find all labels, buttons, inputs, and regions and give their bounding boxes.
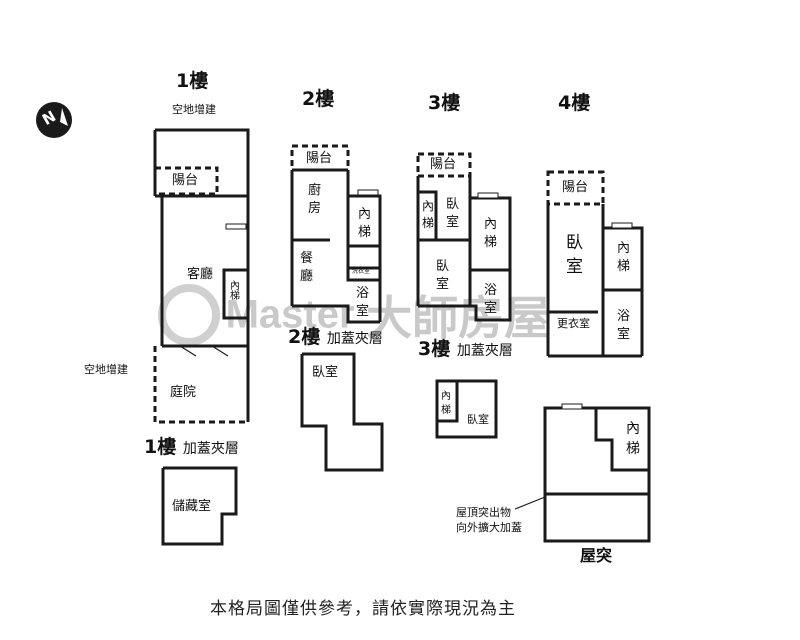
floor-3-title: 3樓 xyxy=(428,92,461,114)
floor-3-mezzanine-floor: 3樓 xyxy=(418,338,451,360)
floor-4-bath-label: 浴室 xyxy=(617,309,631,343)
floor-1-balcony-label: 陽台 xyxy=(172,173,199,188)
floor-2-stair-label: 內梯 xyxy=(358,207,372,241)
floor-1-mezzanine-suffix: 加蓋夾層 xyxy=(182,441,239,457)
compass-icon: N xyxy=(34,100,74,140)
floor-3-left-stair-label: 內梯 xyxy=(422,199,435,230)
floor-1-mezzanine-floor: 1樓 xyxy=(144,436,177,458)
floor-2-mezzanine-bedroom-label: 臥室 xyxy=(312,365,339,380)
floor-2-mezzanine-plan xyxy=(300,352,384,472)
floor-3-bedroom-a-label: 臥室 xyxy=(446,197,460,231)
floor-2-kitchen-label: 廚房 xyxy=(308,183,322,217)
floor-4-closet-label: 更衣室 xyxy=(557,317,590,330)
floor-1-mezzanine-plan xyxy=(161,466,238,546)
watermark-brand-zh: 大師房屋 xyxy=(366,291,551,345)
floor-2-washroom-label: 洗衣室 xyxy=(352,268,371,275)
floor-4-bedroom-label: 臥室 xyxy=(566,233,583,277)
floor-3-mezzanine-plan xyxy=(435,379,498,439)
floor-4-plan xyxy=(546,170,644,358)
floor-1-side-yard-label: 空地增建 xyxy=(84,363,128,376)
floor-1-courtyard-label: 庭院 xyxy=(170,385,197,400)
floor-1-living-room-label: 客廳 xyxy=(187,267,214,282)
roof-note-line-2: 向外擴大加蓋 xyxy=(456,521,522,534)
floor-3-bedroom-b-label: 臥室 xyxy=(436,259,450,293)
floor-3-balcony-label: 陽台 xyxy=(430,157,457,172)
floor-1-stair-label: 內梯 xyxy=(230,281,240,302)
floor-4-title: 4樓 xyxy=(558,92,591,114)
floor-3-mezzanine-suffix: 加蓋夾層 xyxy=(456,343,513,359)
floor-1-title: 1樓 xyxy=(176,70,209,92)
floor-4-balcony-label: 陽台 xyxy=(562,180,589,195)
floor-4-stair-label: 內梯 xyxy=(617,241,631,275)
floor-3-mezzanine-stair-label: 內梯 xyxy=(441,391,451,416)
floor-2-bath-label: 浴室 xyxy=(356,286,370,320)
floor-2-mezzanine-suffix: 加蓋夾層 xyxy=(326,331,383,347)
roof-title: 屋突 xyxy=(580,546,613,565)
roof-plan xyxy=(514,403,651,543)
floor-2-dining-label: 餐廳 xyxy=(300,251,314,285)
floor-2-mezzanine-title: 2樓 加蓋夾層 xyxy=(288,328,383,347)
floor-2-balcony-label: 陽台 xyxy=(306,151,333,166)
floor-3-plan xyxy=(416,152,512,322)
disclaimer-text: 本格局圖僅供參考，請依實際現況為主 xyxy=(210,599,516,619)
floor-3-stair-label: 內梯 xyxy=(484,217,498,251)
floor-1-plan xyxy=(153,128,250,424)
floor-2-title: 2樓 xyxy=(302,88,335,110)
floor-3-mezzanine-title: 3樓 加蓋夾層 xyxy=(418,340,513,359)
roof-note-line-1: 屋頂突出物 xyxy=(456,506,511,519)
floor-2-mezzanine-floor: 2樓 xyxy=(288,326,321,348)
floor-2-plan xyxy=(290,144,382,324)
floor-1-top-yard-label: 空地增建 xyxy=(172,103,216,116)
floor-3-mezzanine-bedroom-label: 臥室 xyxy=(467,413,489,426)
floor-3-bath-label: 浴室 xyxy=(484,283,498,317)
floor-1-mezzanine-title: 1樓 加蓋夾層 xyxy=(144,438,239,457)
floor-1-storage-label: 儲藏室 xyxy=(172,499,212,514)
roof-stair-label: 內梯 xyxy=(626,421,640,457)
